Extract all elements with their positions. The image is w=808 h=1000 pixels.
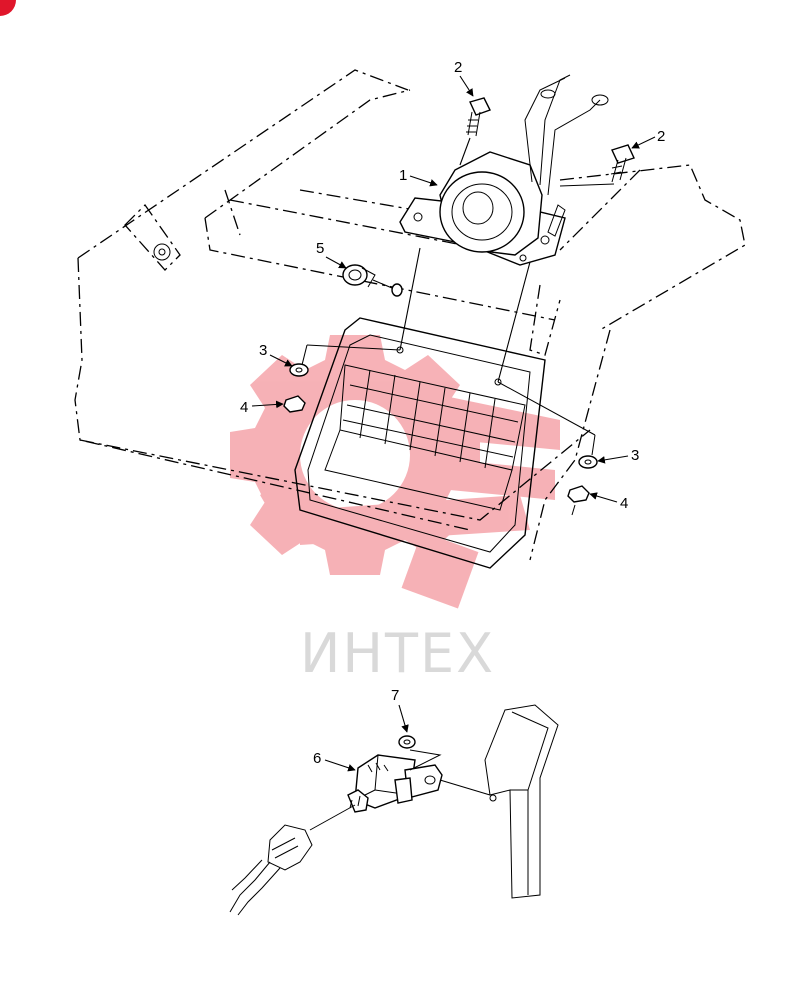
watermark-logo	[230, 335, 560, 609]
svg-text:7: 7	[391, 687, 399, 704]
cab-panel-outline	[74, 69, 746, 561]
bolt-part-right	[559, 144, 635, 187]
svg-text:1: 1	[399, 167, 407, 184]
callout-5: 5	[316, 240, 347, 269]
callout-3-right: 3	[597, 447, 639, 464]
callout-1: 1	[399, 167, 438, 187]
watermark-text: ИНТЕХ	[300, 622, 495, 685]
svg-text:5: 5	[316, 240, 324, 257]
callout-4-left: 4	[240, 399, 284, 416]
svg-text:2: 2	[454, 59, 462, 76]
wire-connector	[229, 804, 356, 916]
svg-text:3: 3	[631, 447, 639, 464]
svg-text:3: 3	[259, 342, 267, 359]
washer-nut-left	[283, 344, 401, 413]
svg-text:6: 6	[313, 750, 321, 767]
callout-4-right: 4	[589, 492, 628, 512]
washer-nut-right	[497, 381, 598, 516]
callout-7: 7	[391, 687, 409, 733]
callout-2-right: 2	[631, 128, 665, 149]
horn-part	[399, 74, 609, 266]
corner-badge	[0, 0, 16, 16]
callout-3-left: 3	[259, 342, 293, 367]
callout-6: 6	[313, 750, 356, 772]
svg-text:4: 4	[620, 495, 628, 512]
washer-part-7	[398, 735, 416, 749]
svg-text:2: 2	[657, 128, 665, 145]
bolt-part-left	[459, 97, 491, 166]
pillar-outline	[484, 704, 559, 899]
grommet-part	[342, 264, 403, 297]
grille-housing	[294, 317, 546, 569]
relay-part	[347, 749, 491, 813]
callout-2-left: 2	[454, 59, 474, 97]
svg-text:4: 4	[240, 399, 248, 416]
